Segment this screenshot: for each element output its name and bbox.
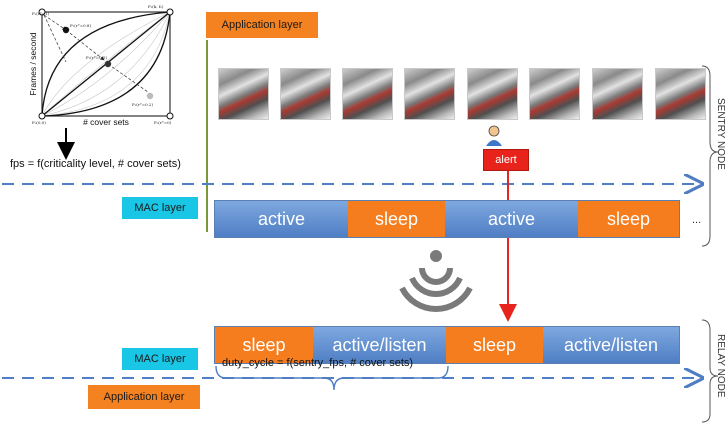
label-bottom-right: P₀(r°=0) (154, 120, 172, 125)
wireless-icon (399, 267, 473, 312)
relay-duty-bar: sleep active/listen sleep active/listen (214, 326, 680, 364)
sentry-segment-sleep-1: sleep (348, 201, 445, 237)
user-icon (486, 125, 502, 146)
relay-segment-active-2: active/listen (543, 327, 679, 363)
relay-segment-sleep-1: sleep (215, 327, 313, 363)
relay-node-label: RELAY NODE (715, 334, 726, 398)
alert-box: alert (483, 149, 529, 171)
video-frame-6 (529, 68, 580, 120)
video-frame-7 (592, 68, 643, 120)
label-middle: P₁(r°=0.5) (86, 55, 107, 60)
sentry-segment-sleep-2: sleep (578, 201, 679, 237)
sentry-segment-active-1: active (215, 201, 348, 237)
sentry-mac-layer-tag: MAC layer (122, 197, 198, 219)
point-top-right (166, 8, 174, 16)
wireless-dot (430, 250, 442, 262)
sentry-duty-bar: active sleep active sleep (214, 200, 680, 238)
label-upper: P₁(r°=0.8) (70, 23, 91, 28)
sentry-node-label: SENTRY NODE (715, 98, 726, 170)
fps-formula: fps = f(criticality level, # cover sets) (10, 158, 181, 170)
point-upper (62, 26, 70, 34)
video-frame-3 (342, 68, 393, 120)
sentry-node-bracket (701, 65, 719, 247)
relay-mac-layer-tag: MAC layer (122, 348, 198, 370)
label-bottom-left: P₀(0,0) (32, 120, 46, 125)
duty-cycle-brace (215, 365, 449, 391)
video-frame-2 (280, 68, 331, 120)
sentry-application-layer-tag: Application layer (206, 12, 318, 38)
label-lower: P₁(r°=0.2) (132, 102, 153, 107)
point-lower (146, 92, 154, 100)
point-bottom-left (38, 112, 46, 120)
video-frame-5 (467, 68, 518, 120)
chart-y-axis-label: Frames / second (30, 32, 38, 96)
point-middle (104, 60, 112, 68)
label-top-right: P₂(k, f₀) (148, 4, 164, 9)
label-top-left: P₁(r°=1) (32, 11, 50, 16)
relay-application-layer-tag: Application layer (88, 385, 200, 409)
chart-x-axis-label: # cover sets (83, 117, 129, 127)
relay-segment-sleep-2: sleep (446, 327, 543, 363)
fps-chart: P₁(r°=1) P₂(k, f₀) P₁(r°=0.8) P₁(r°=0.5)… (30, 4, 174, 127)
point-bottom-right (166, 112, 174, 120)
video-frame-1 (218, 68, 269, 120)
sentry-bar-ellipsis: ... (692, 214, 702, 226)
relay-node-bracket (701, 319, 719, 423)
video-frame-4 (404, 68, 455, 120)
point-top-left (38, 8, 46, 16)
video-frame-8 (655, 68, 706, 120)
chart-hatch-curves (41, 11, 171, 117)
relay-segment-active-1: active/listen (313, 327, 446, 363)
duty-cycle-formula: duty_cycle = f(sentry_fps, # cover sets) (222, 357, 414, 369)
sentry-segment-active-2: active (445, 201, 578, 237)
